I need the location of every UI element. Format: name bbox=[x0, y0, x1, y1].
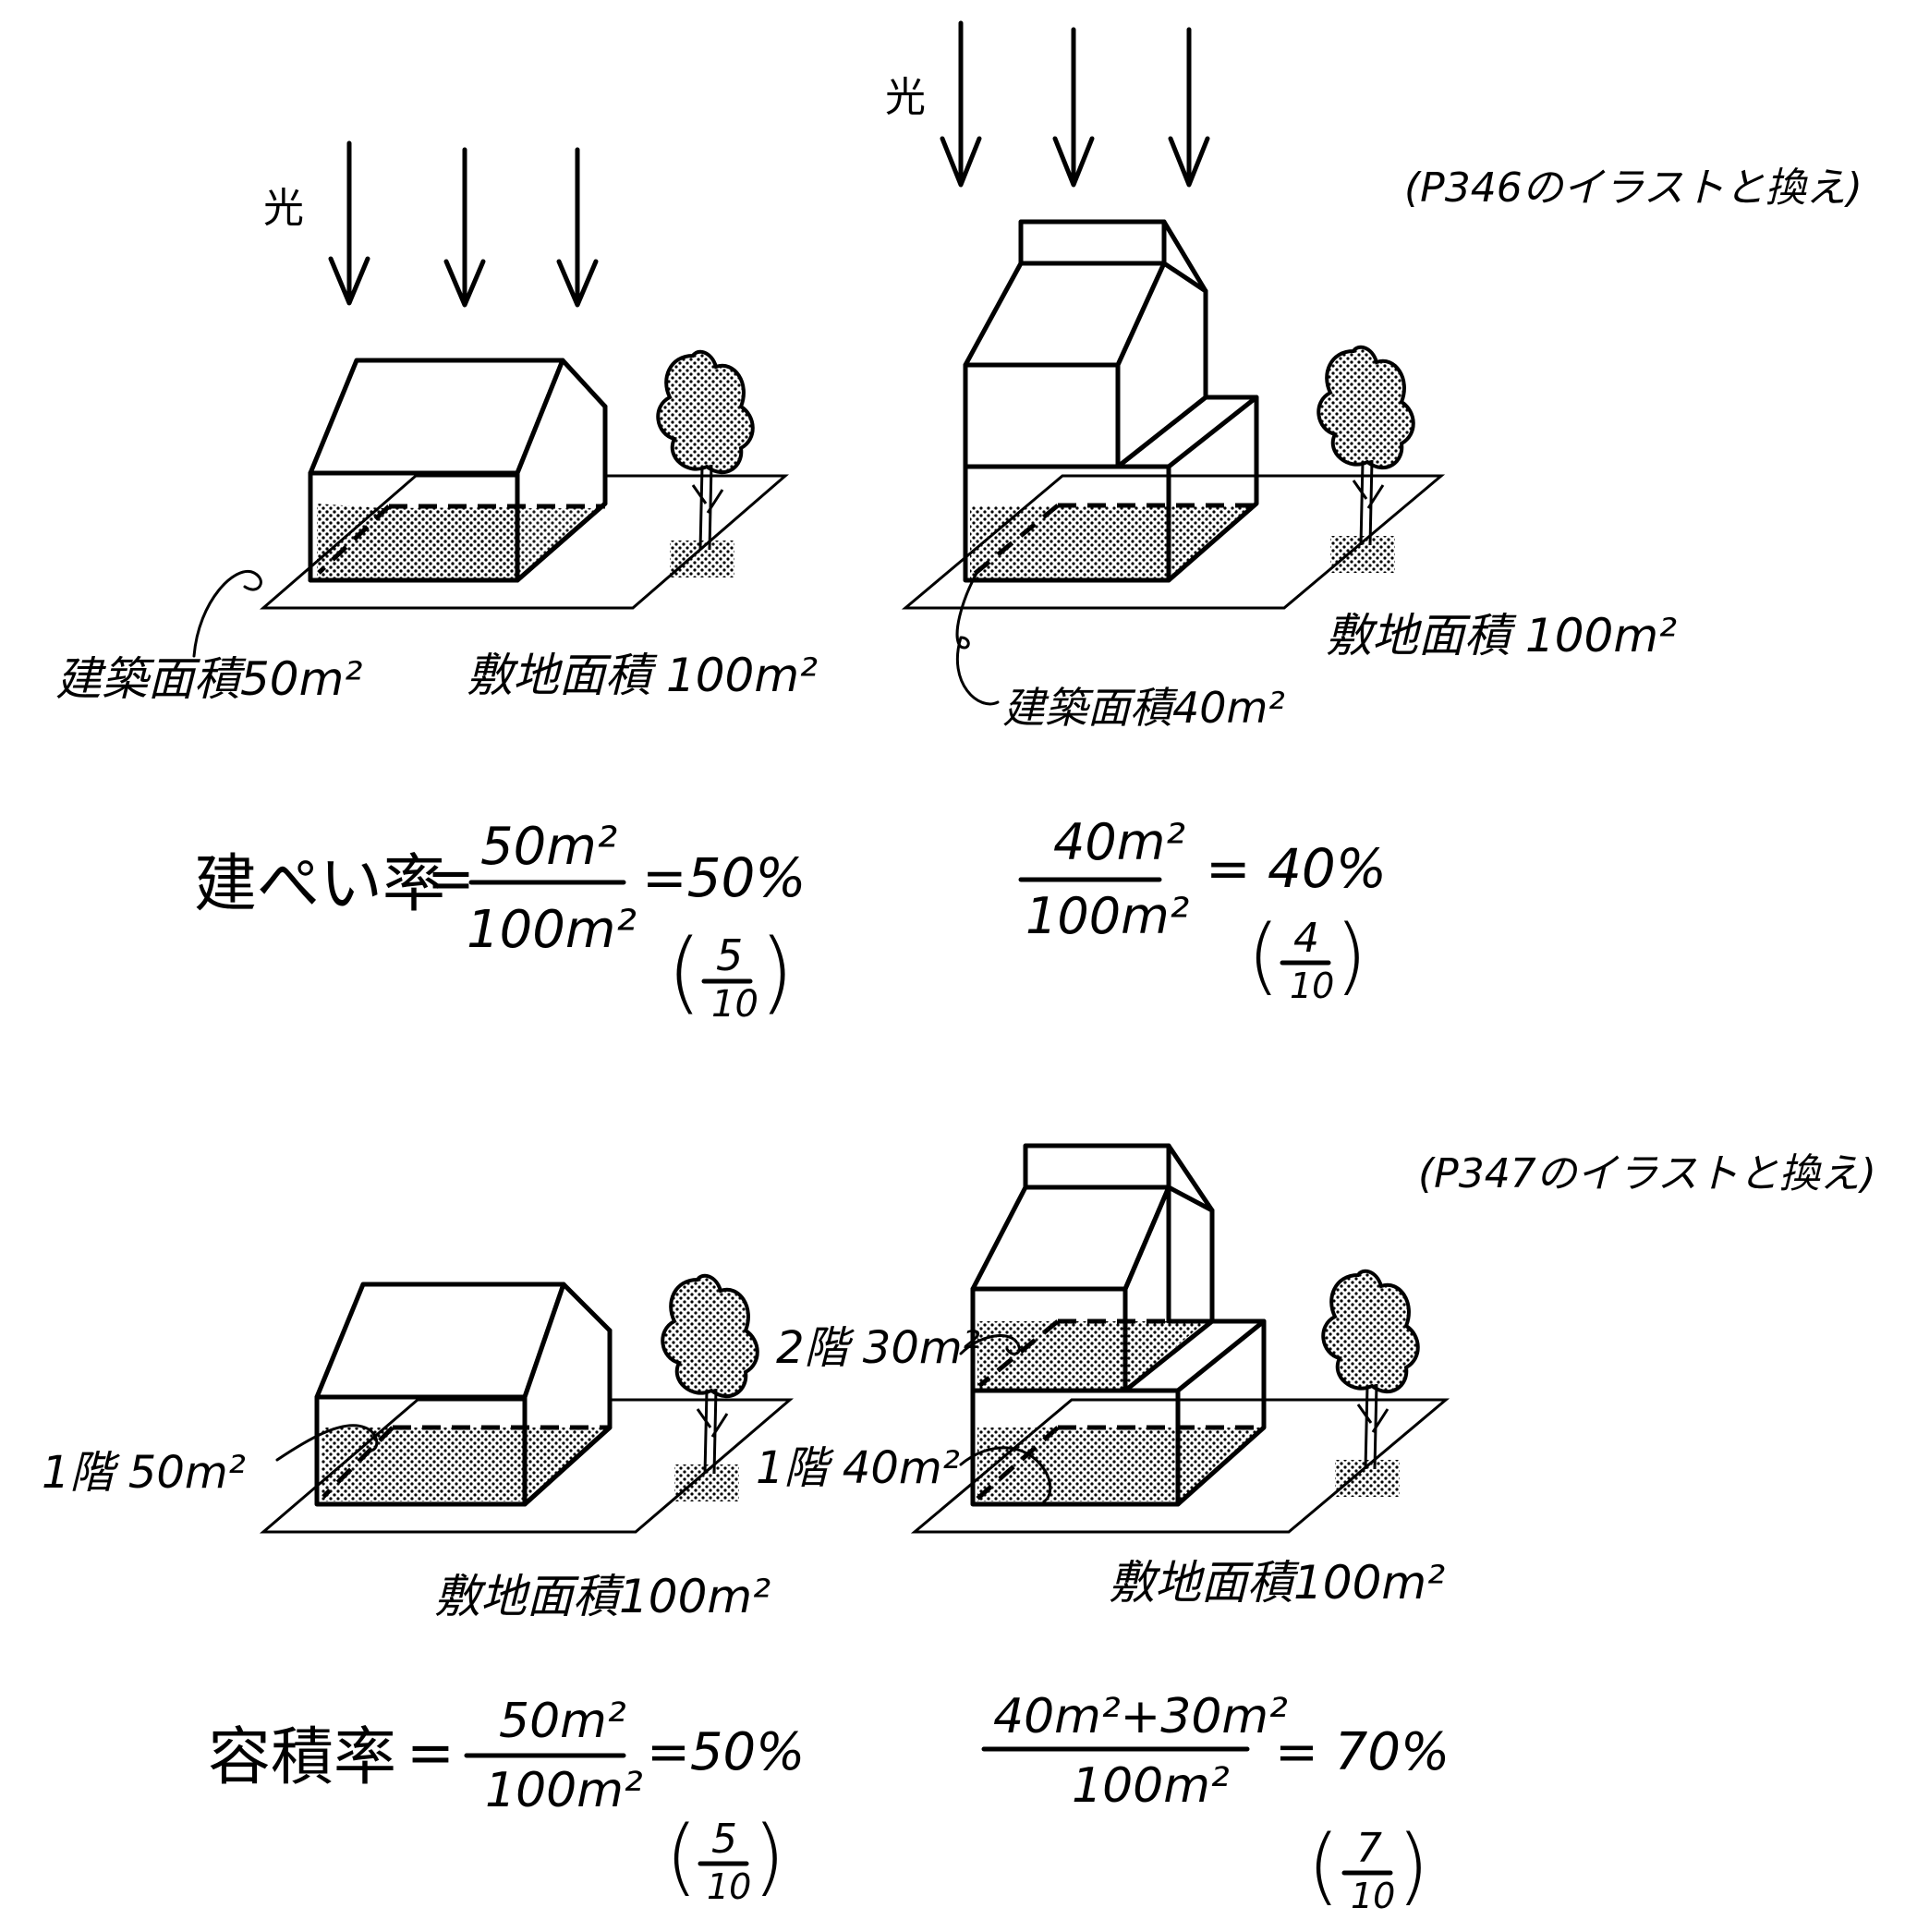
svg-text:): ) bbox=[1335, 907, 1367, 1004]
ratio-numerator: 5 bbox=[716, 930, 743, 980]
result: = 70% bbox=[1275, 1722, 1450, 1782]
coverage-ratio-term: 建ぺい率 bbox=[194, 848, 445, 921]
denominator: 100m² bbox=[467, 900, 637, 960]
result: = 40% bbox=[1206, 837, 1387, 900]
svg-text:(: ( bbox=[1247, 907, 1280, 1004]
leader-line bbox=[959, 1446, 1052, 1503]
equals-sign: = bbox=[406, 1719, 455, 1786]
building-area-label: 建築面積40m² bbox=[1002, 683, 1285, 733]
site-area-label: 敷地面積 100m² bbox=[467, 649, 818, 702]
bottom-left-diagram: 1階 50m² 敷地面積100m² bbox=[42, 1273, 795, 1623]
building-area-label: 建築面積50m² bbox=[55, 652, 362, 706]
top-right-diagram: 光 (P346のイラストと換え) 建築面積40m² 敷地面積 100m² bbox=[885, 20, 1863, 733]
floor-area-ratio-term: 容積率 bbox=[208, 1721, 396, 1794]
ratio-denominator: 10 bbox=[711, 983, 758, 1026]
floor2-area-label: 2階 30m² bbox=[776, 1322, 980, 1374]
bottom-right-diagram: (P347のイラストと換え) 2階 30m² 1階 40m² 敷地面積100m² bbox=[756, 1143, 1876, 1610]
numerator: 50m² bbox=[499, 1694, 626, 1749]
ratio-numerator: 7 bbox=[1356, 1825, 1382, 1872]
house bbox=[308, 358, 608, 583]
svg-text:(: ( bbox=[665, 1808, 698, 1905]
site-area-label: 敷地面積100m² bbox=[1109, 1556, 1445, 1610]
denominator: 100m² bbox=[485, 1763, 643, 1818]
ratio-denominator: 10 bbox=[707, 1866, 751, 1907]
svg-text:): ) bbox=[1397, 1817, 1429, 1914]
house bbox=[314, 1282, 613, 1507]
leader-line bbox=[275, 1424, 379, 1462]
leader-line bbox=[959, 1334, 1021, 1355]
result: =50% bbox=[642, 846, 807, 909]
top-left-diagram: 光 建築面積50m² 敷地面積 100m² bbox=[55, 140, 818, 706]
svg-text:(: ( bbox=[667, 920, 701, 1024]
result: =50% bbox=[647, 1722, 805, 1782]
light-arrows bbox=[940, 20, 1210, 188]
equals-sign: = bbox=[427, 844, 475, 912]
site-area-label: 敷地面積 100m² bbox=[1326, 609, 1677, 662]
coverage-ratio-formula: 建ぺい率 = 50m² 100m² =50% ( 5 10 ) 40m² 100… bbox=[194, 813, 1387, 1026]
floor1-area-label: 1階 40m² bbox=[756, 1442, 960, 1494]
leader-line bbox=[955, 566, 1000, 706]
tree bbox=[1317, 345, 1415, 575]
floor1-area-label: 1階 50m² bbox=[42, 1447, 246, 1499]
denominator: 100m² bbox=[1072, 1758, 1230, 1814]
building bbox=[963, 219, 1259, 583]
numerator: 40m² bbox=[1053, 813, 1185, 871]
note-replace-illustration: (P346のイラストと換え) bbox=[1404, 164, 1863, 212]
ratio-numerator: 4 bbox=[1293, 915, 1319, 962]
tree bbox=[1321, 1269, 1420, 1499]
denominator: 100m² bbox=[1025, 887, 1189, 945]
ratio-fraction: ( 7 10 ) bbox=[1307, 1817, 1429, 1916]
numerator: 40m²+30m² bbox=[993, 1689, 1288, 1744]
ratio-fraction: ( 5 10 ) bbox=[667, 920, 794, 1026]
light-arrows bbox=[328, 140, 599, 308]
light-label: 光 bbox=[263, 185, 304, 232]
floor-area-ratio-formula: 容積率 = 50m² 100m² =50% ( 5 10 ) 40m²+30m²… bbox=[208, 1689, 1450, 1916]
numerator: 50m² bbox=[480, 817, 617, 877]
note-replace-illustration: (P347のイラストと換え) bbox=[1418, 1150, 1876, 1197]
ratio-numerator: 5 bbox=[711, 1816, 737, 1863]
building bbox=[970, 1143, 1267, 1507]
tree bbox=[661, 1273, 759, 1503]
site-area-label: 敷地面積100m² bbox=[434, 1570, 770, 1623]
light-label: 光 bbox=[885, 74, 926, 121]
ratio-denominator: 10 bbox=[1290, 966, 1334, 1006]
svg-text:): ) bbox=[753, 1808, 785, 1905]
svg-text:): ) bbox=[759, 920, 794, 1024]
tree bbox=[656, 349, 755, 579]
svg-text:(: ( bbox=[1307, 1817, 1340, 1914]
ratio-denominator: 10 bbox=[1351, 1876, 1395, 1916]
ratio-fraction: ( 4 10 ) bbox=[1247, 907, 1367, 1006]
ratio-fraction: ( 5 10 ) bbox=[665, 1808, 785, 1907]
leader-line bbox=[192, 570, 262, 658]
